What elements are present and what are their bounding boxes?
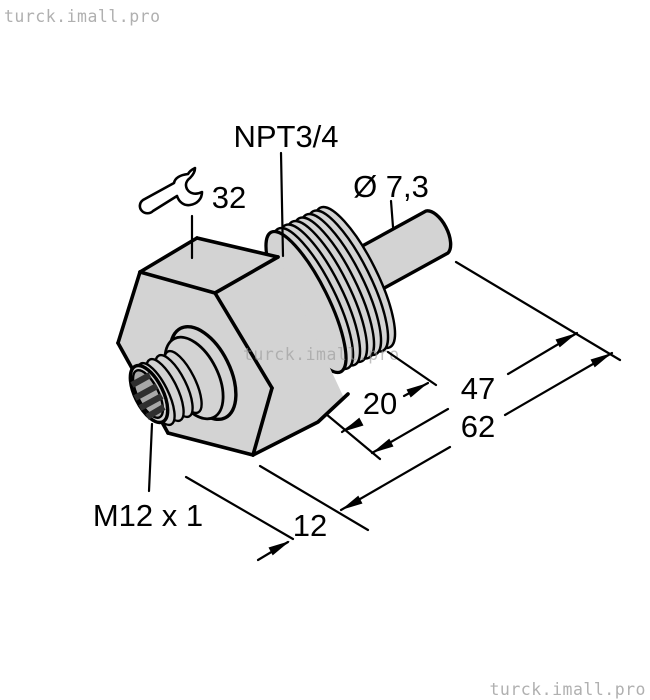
- watermark-top-left: turck.imall.pro: [4, 7, 161, 26]
- dimension-arrowheads: [268, 333, 612, 556]
- ext-hex-front: [258, 464, 370, 532]
- connector-pin-slots: [130, 372, 166, 420]
- leader-m12: [147, 422, 154, 493]
- label-wrench-size: 32: [212, 180, 246, 215]
- ext-thread-end: [386, 350, 438, 387]
- label-connector-thread: M12 x 1: [93, 498, 203, 533]
- watermark-bottom-right: turck.imall.pro: [489, 680, 646, 699]
- ext-connector: [184, 475, 295, 541]
- thread-barrel: [264, 205, 397, 375]
- label-probe-diameter: Ø 7,3: [353, 169, 429, 204]
- m12-connector: [128, 324, 238, 427]
- dim-label-total-length: 62: [461, 409, 495, 444]
- dim-label-thread-length: 20: [363, 386, 397, 421]
- leader-npt: [279, 151, 285, 258]
- wrench-icon: [138, 166, 204, 215]
- leader-diameter: [389, 199, 395, 229]
- dim-label-connector-length: 12: [293, 508, 327, 543]
- ext-rod-tip: [454, 260, 622, 362]
- watermark-center: turck.imall.pro: [243, 345, 400, 364]
- dim-label-probe-length: 47: [461, 371, 495, 406]
- ext-thread-start: [324, 412, 382, 461]
- sensor-body: [116, 205, 453, 457]
- label-process-thread: NPT3/4: [233, 119, 338, 154]
- labels: NPT3/4 32 Ø 7,3 M12 x 1 20 47 62 12: [93, 119, 495, 543]
